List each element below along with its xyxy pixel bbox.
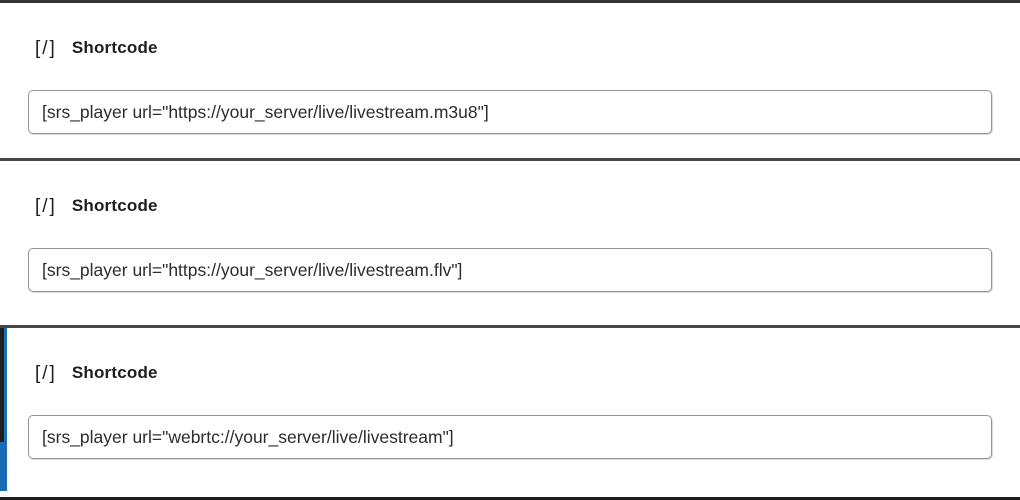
shortcode-block-webrtc-selected[interactable]: [/] Shortcode xyxy=(0,325,1020,491)
block-header: [/] Shortcode xyxy=(35,194,992,218)
block-label: Shortcode xyxy=(71,363,158,382)
shortcode-input-flv[interactable] xyxy=(28,248,992,292)
shortcode-block-m3u8[interactable]: [/] Shortcode xyxy=(0,3,1020,158)
block-label: Shortcode xyxy=(71,196,158,215)
shortcode-block-flv[interactable]: [/] Shortcode xyxy=(0,158,1020,325)
cropped-window-edge-blue xyxy=(0,442,4,491)
shortcode-input-webrtc[interactable] xyxy=(28,415,992,459)
block-selection-accent xyxy=(4,328,7,491)
cropped-window-edge-dark xyxy=(0,328,4,442)
shortcode-input-m3u8[interactable] xyxy=(28,90,992,134)
block-header: [/] Shortcode xyxy=(35,36,992,60)
shortcode-icon: [/] xyxy=(35,362,57,384)
shortcode-icon: [/] xyxy=(35,195,57,217)
block-header: [/] Shortcode xyxy=(35,361,992,385)
block-label: Shortcode xyxy=(71,38,158,57)
shortcode-icon: [/] xyxy=(35,37,57,59)
